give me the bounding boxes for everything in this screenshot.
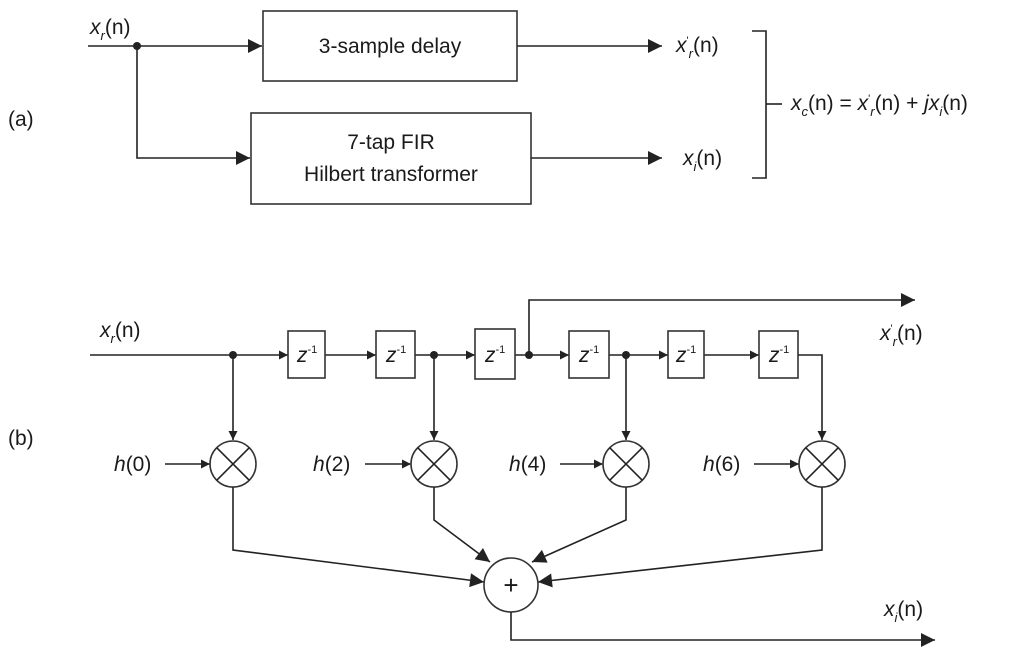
part-a-output-imag-label: xi(n) [682,147,722,174]
product-line-6 [537,487,823,588]
multiplier-0 [209,440,257,488]
delay-element-5: z-1 [667,330,705,379]
part-b: (b) xr(n) z-1 z-1 z-1 z-1 z-1 [8,293,935,647]
delay-label-6: z-1 [768,344,789,367]
product-line-0 [232,487,485,588]
delay-label-3: z-1 [484,344,505,367]
coeff-label-h6: h(6) [703,453,740,476]
coeff-label-h2: h(2) [313,453,350,476]
adder: + [483,557,539,613]
part-b-label: (b) [8,427,34,450]
adder-symbol: + [503,570,518,600]
product-line-2 [433,487,491,563]
part-b-output-real-label: x'r(n) [879,322,923,349]
delay-label-2: z-1 [385,344,406,367]
part-a-label: (a) [8,108,34,131]
part-a-input-label: xr(n) [89,16,131,43]
delay-label-1: z-1 [296,344,317,367]
delay-label-5: z-1 [675,344,696,367]
product-line-4 [531,487,627,563]
input-to-fir-line [136,46,250,165]
tap-line-6 [798,354,827,440]
multiplier-6 [798,440,846,488]
delay-box-label: 3-sample delay [319,35,462,58]
part-b-input-label: xr(n) [99,319,141,346]
imag-output-line [510,612,935,647]
fir-box-label-line2: Hilbert transformer [304,163,478,186]
coeff-label-h4: h(4) [509,453,546,476]
multiplier-2 [410,440,458,488]
part-a: (a) xr(n) 3-sample delay 7-tap FIR Hilbe… [8,10,968,205]
delayed-real-output-line [528,293,915,355]
delay-box [262,10,518,82]
delay-element-2: z-1 [375,330,416,379]
part-b-output-imag-label: xi(n) [883,598,923,625]
coeff-label-h0: h(0) [114,453,151,476]
complex-output-equation: xc(n) = x'r(n) + jxi(n) [790,92,968,119]
delay-element-1: z-1 [287,330,326,379]
delay-element-4: z-1 [568,330,610,379]
delay-element-6: z-1 [758,330,799,379]
part-a-output-real-label: x'r(n) [675,34,719,61]
fir-box-label-line1: 7-tap FIR [347,131,435,154]
output-bracket [752,30,767,179]
delay-element-3: z-1 [474,328,516,380]
fir-box [250,112,532,205]
delay-label-4: z-1 [578,344,599,367]
multiplier-4 [602,440,650,488]
